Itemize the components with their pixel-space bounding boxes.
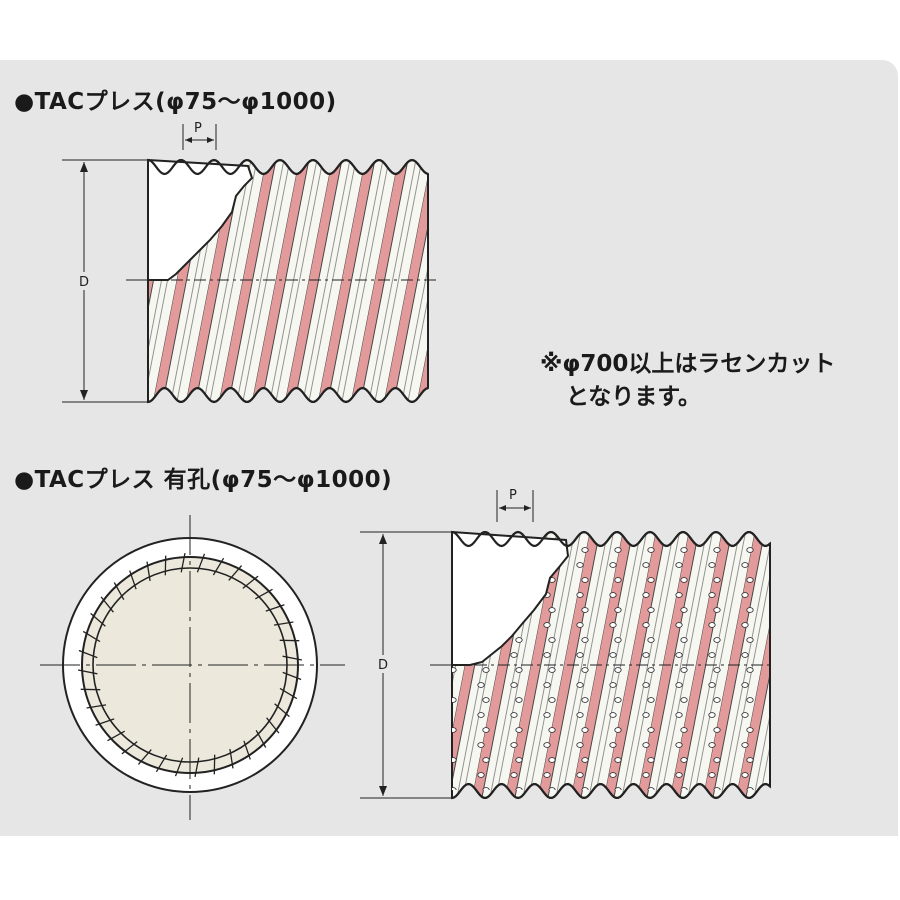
cross-section-tick bbox=[274, 703, 290, 718]
bottom-corrugation-outline bbox=[451, 782, 771, 800]
bottom-corrugation-outline bbox=[147, 386, 429, 404]
cutaway-section bbox=[451, 530, 570, 666]
cross-section-tick bbox=[282, 671, 302, 681]
cross-section-tick bbox=[255, 729, 267, 748]
cross-section-tick bbox=[212, 557, 225, 576]
pipe-cross-section bbox=[40, 515, 345, 820]
cross-section-tick bbox=[78, 649, 98, 659]
cross-section-tick bbox=[194, 757, 200, 778]
pitch-label: P bbox=[509, 488, 517, 503]
pitch-dimension-bottom: P bbox=[496, 488, 534, 522]
pitch-dimension-top: P bbox=[182, 121, 217, 150]
diameter-label: D bbox=[378, 658, 388, 673]
top-corrugation-outline bbox=[147, 158, 429, 176]
cross-section-tick bbox=[137, 749, 152, 765]
spiral-cut-note: ※φ700以上はラセンカット となります。 bbox=[540, 348, 835, 414]
cross-section-tick bbox=[100, 596, 114, 613]
cross-section-tick bbox=[174, 757, 184, 777]
cross-section-tick bbox=[279, 687, 298, 700]
diameter-label: D bbox=[79, 275, 89, 290]
cross-section-ticks bbox=[77, 552, 303, 778]
cross-section-tick bbox=[82, 630, 101, 643]
cross-section-tick bbox=[121, 741, 138, 755]
cross-section-tick bbox=[113, 582, 125, 601]
cross-section-tick bbox=[90, 612, 106, 627]
cutaway-section bbox=[147, 158, 254, 281]
cross-section-tick bbox=[86, 704, 107, 709]
cross-section-tick bbox=[242, 575, 259, 589]
cross-section-tick bbox=[266, 717, 280, 734]
perforated-pipe-side-view bbox=[430, 530, 771, 800]
cross-section-tick bbox=[77, 669, 98, 675]
diameter-dimension-bottom: D bbox=[360, 531, 452, 799]
cross-section-tick bbox=[155, 754, 168, 773]
cross-section-tick bbox=[265, 604, 285, 612]
cross-section-tick bbox=[107, 730, 126, 742]
cross-section-tick bbox=[129, 570, 137, 590]
cross-section-tick bbox=[146, 561, 151, 582]
cross-section-tick bbox=[229, 748, 234, 769]
cross-section-tick bbox=[95, 718, 115, 726]
cross-section-tick bbox=[243, 740, 251, 760]
cross-section-tick bbox=[228, 565, 243, 581]
cross-section-tick bbox=[282, 655, 303, 661]
heading-tac-press: ●TACプレス(φ75〜φ1000) bbox=[14, 89, 337, 115]
pitch-label: P bbox=[194, 121, 202, 136]
top-corrugation-outline bbox=[451, 530, 771, 548]
pipe-side-view bbox=[126, 158, 440, 404]
note-line-2: となります。 bbox=[566, 384, 702, 410]
heading-tac-press-perforated: ●TACプレス 有孔(φ75〜φ1000) bbox=[14, 467, 393, 493]
diameter-dimension-top: D bbox=[62, 159, 148, 403]
cross-section-tick bbox=[196, 553, 206, 573]
cross-section-tick bbox=[273, 621, 294, 626]
cross-section-tick bbox=[180, 552, 186, 573]
note-line-1: ※φ700以上はラセンカット bbox=[540, 351, 836, 377]
cross-section-tick bbox=[254, 588, 273, 600]
